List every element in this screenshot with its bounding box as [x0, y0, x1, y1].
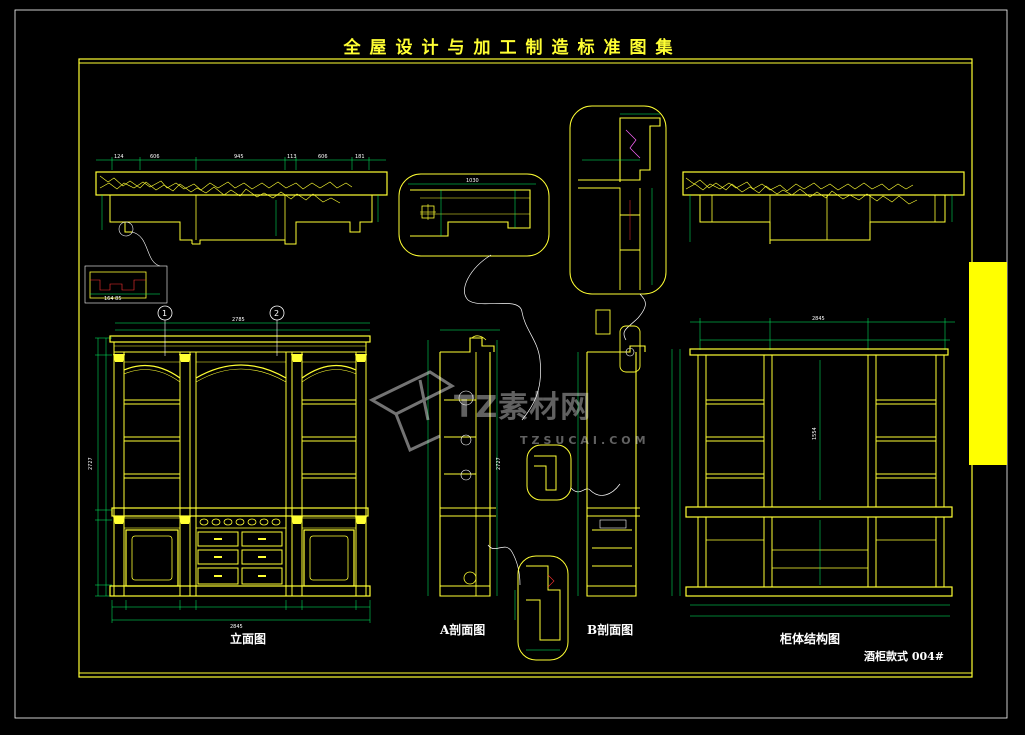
detail-bubble-3	[514, 555, 569, 661]
elevation-label: 立面图	[230, 632, 267, 646]
watermark-brand: TZ素材网	[454, 390, 592, 425]
plan-view-right	[682, 171, 965, 244]
plan-view-left: 164 85	[84, 157, 388, 304]
watermark-url: TZSUCAI.COM	[520, 434, 650, 447]
section-a-height: 2727	[496, 457, 502, 470]
sheet-title: 全屋设计与加工制造标准图集	[343, 38, 682, 58]
plan-segment-dims: 124 606 945 113 606 181	[114, 154, 365, 160]
structure-mid-width: 1554	[812, 427, 818, 440]
sheet-border	[14, 9, 1008, 719]
section-b-view	[577, 309, 646, 597]
structure-top-width: 2845	[812, 316, 825, 322]
side-tab	[969, 262, 1007, 465]
section-b-label: B剖面图	[587, 623, 634, 637]
structure-label: 柜体结构图	[780, 632, 841, 646]
section-a-label: A剖面图	[440, 623, 486, 637]
plan-dim: 181	[355, 154, 365, 160]
plan-dim: 113	[287, 154, 297, 160]
plan-dim: 945	[234, 154, 244, 160]
plan-dim: 606	[318, 154, 328, 160]
callout-marker-1: 1	[162, 309, 167, 318]
drawing-id: 酒柜款式 004#	[864, 650, 945, 663]
svg-text:164 85: 164 85	[104, 296, 122, 302]
elevation-total-height: 2727	[88, 457, 94, 470]
callout-marker-2: 2	[274, 309, 279, 318]
plan-dim: 606	[150, 154, 160, 160]
elevation-top-width: 2785	[232, 317, 245, 323]
detail-width: 1030	[466, 178, 479, 184]
plan-dim: 124	[114, 154, 124, 160]
structure-view	[671, 318, 955, 617]
elevation-view	[95, 305, 371, 623]
watermark-logo-icon	[368, 370, 456, 453]
detail-bubble-2	[569, 105, 667, 341]
detail-bubble-1	[398, 173, 550, 421]
elevation-bottom-width: 2845	[230, 624, 243, 630]
section-a-view	[427, 329, 521, 597]
detail-bubble-4	[526, 444, 621, 501]
